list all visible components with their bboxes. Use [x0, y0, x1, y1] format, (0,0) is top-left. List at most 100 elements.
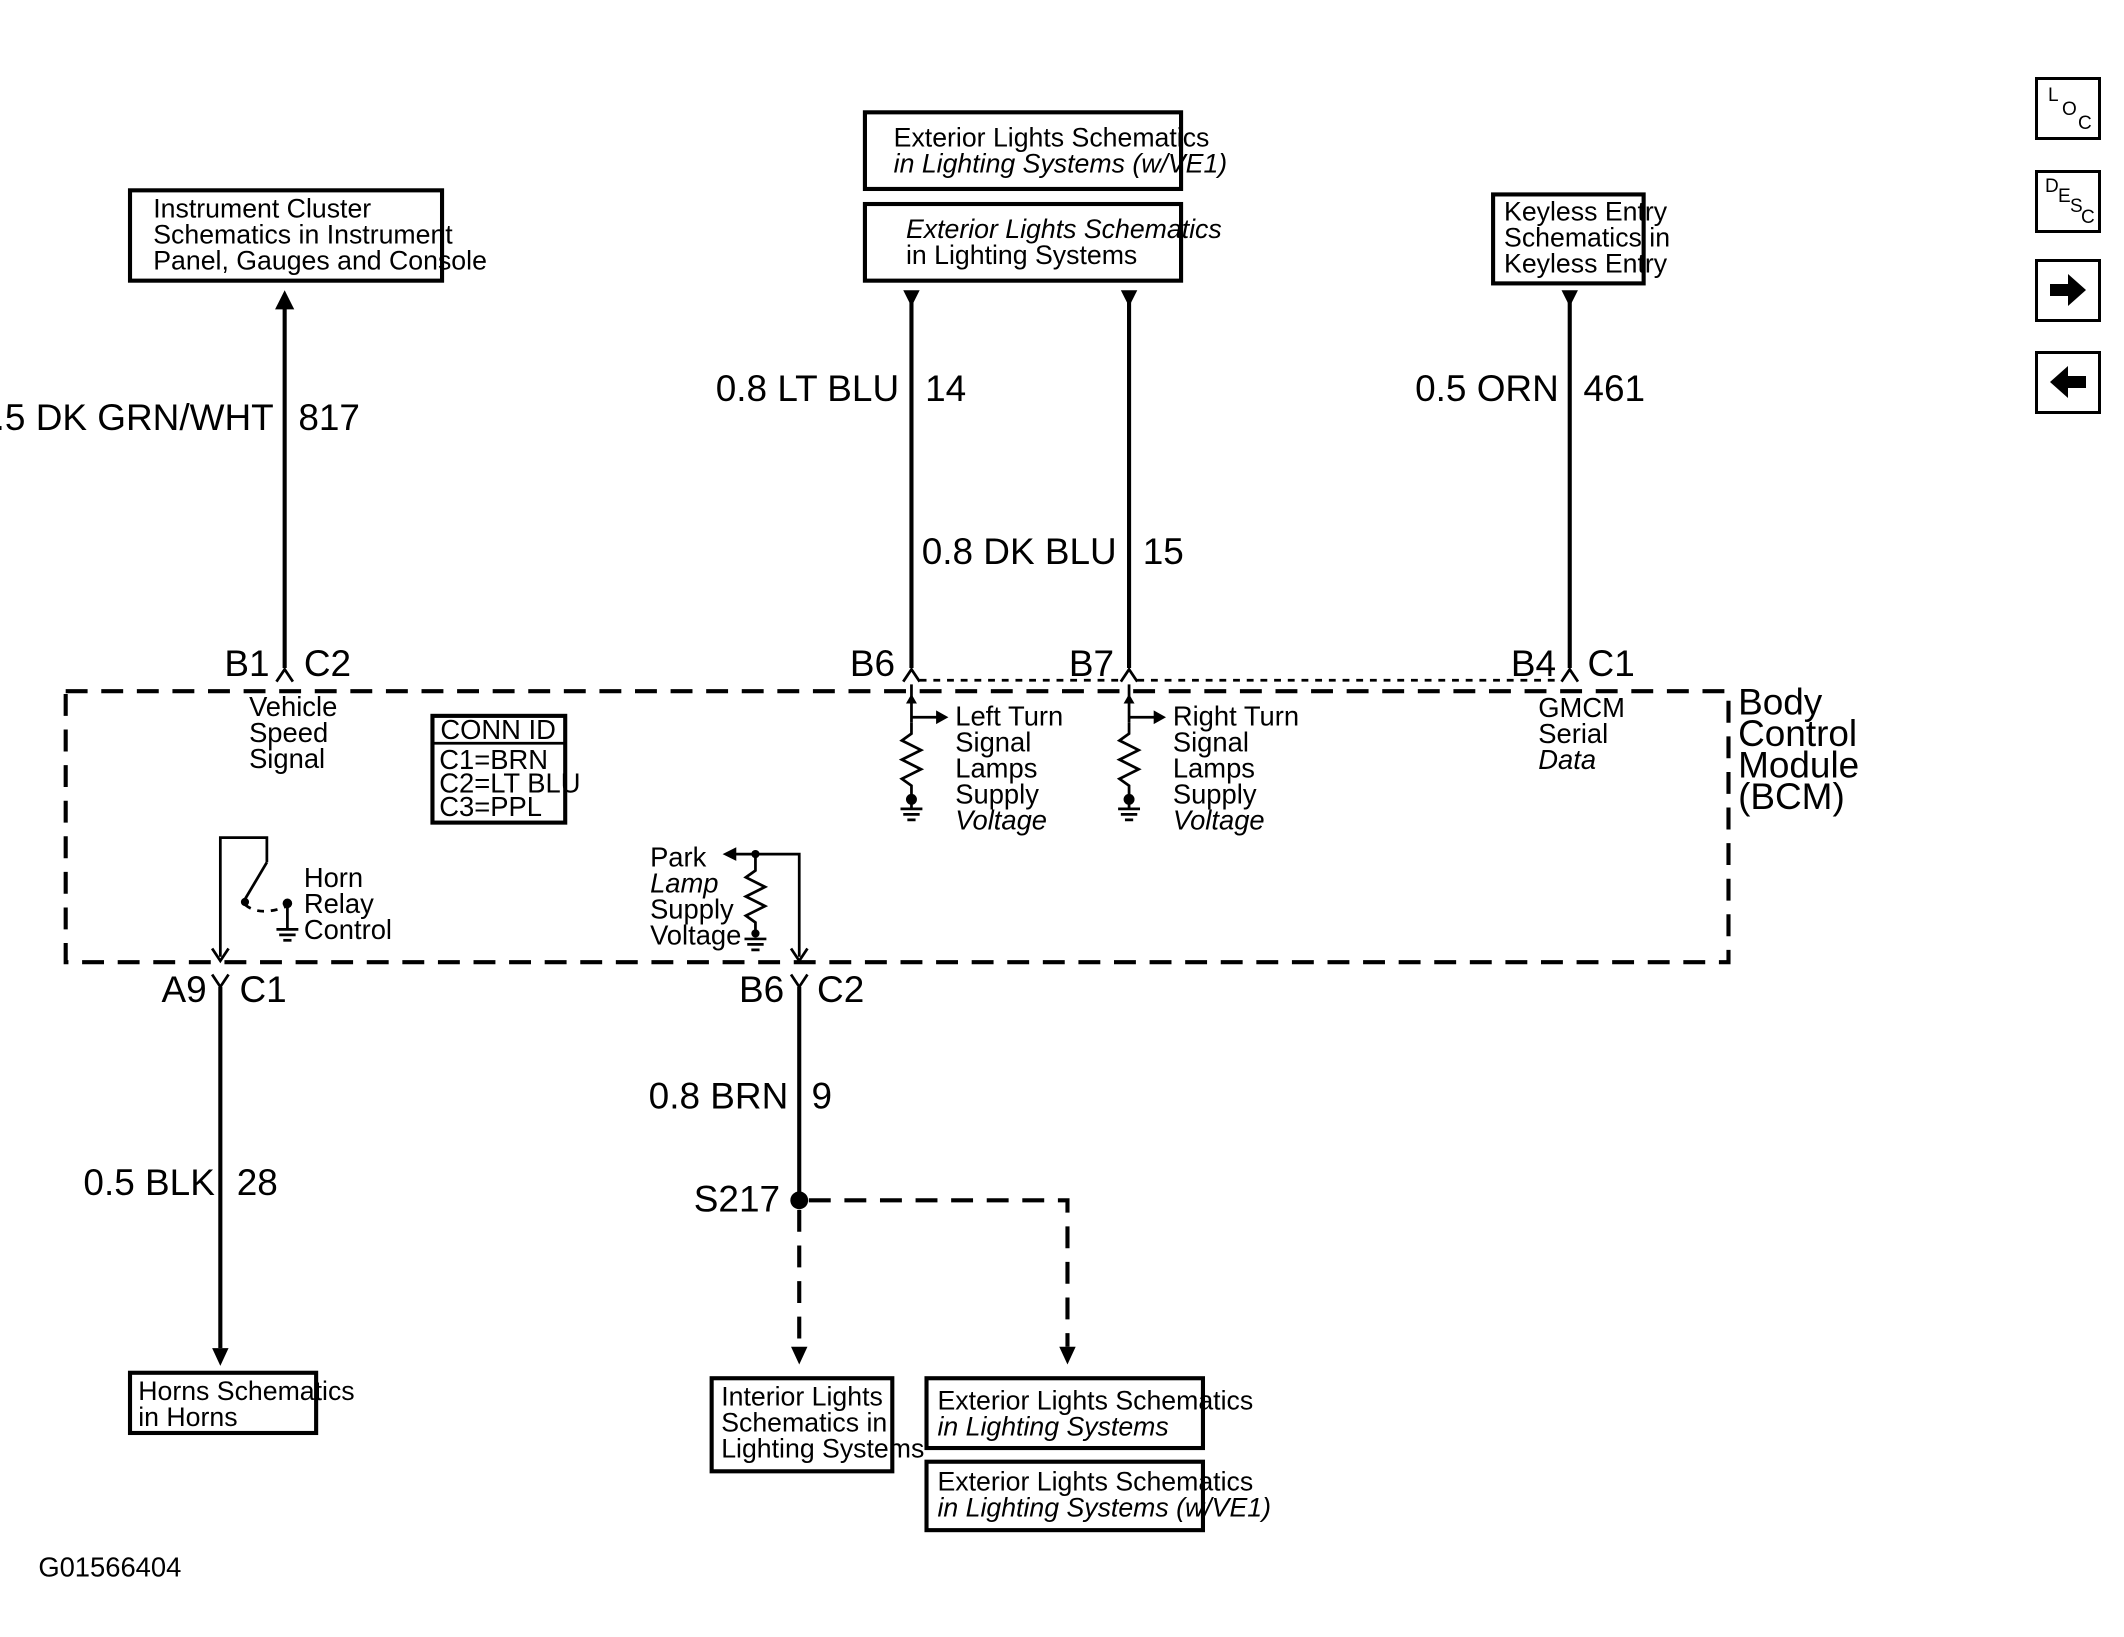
box-line: in Lighting Systems: [906, 240, 1137, 270]
wire-9: 0.8 BRN 9: [649, 986, 833, 1199]
horns-box: Horns Schematics in Horns: [127, 1370, 355, 1436]
module-text: Signal: [249, 743, 325, 774]
box-line: in Lighting Systems (w/VE1): [937, 1492, 1271, 1522]
module-text: Supply: [955, 778, 1039, 809]
box-line: Instrument Cluster: [153, 194, 371, 224]
circuit-number: 9: [812, 1076, 833, 1117]
horn-relay-circuit: Horn Relay Control: [210, 836, 392, 964]
instrument-cluster-box: Instrument Cluster Schematics in Instrum…: [127, 188, 487, 283]
box-line: Panel, Gauges and Console: [153, 246, 487, 276]
left-turn-circuit: Left Turn Signal Lamps Supply Voltage: [898, 684, 1063, 835]
module-text: Voltage: [650, 919, 741, 950]
box-line: Lighting Systems: [721, 1434, 924, 1464]
right-turn-circuit: Right Turn Signal Lamps Supply Voltage: [1116, 684, 1299, 835]
module-text: Left Turn: [955, 700, 1063, 731]
connector-label: C2: [817, 969, 864, 1010]
conn-id-entry: C2=LT BLU: [439, 767, 580, 798]
box-line: Exterior Lights Schematics: [937, 1466, 1253, 1496]
pin-label: B4: [1511, 643, 1556, 684]
conn-id-entry: C3=PPL: [439, 791, 542, 822]
box-line: Exterior Lights Schematics: [894, 123, 1210, 153]
exterior-lights-box-bottom: Exterior Lights Schematics in Lighting S…: [924, 1376, 1253, 1451]
pin-label: B6: [739, 969, 784, 1010]
connector-b7: B7: [1069, 643, 1139, 684]
circuit-number: 817: [298, 397, 360, 438]
module-text: Voltage: [955, 804, 1047, 835]
module-text: Voltage: [1173, 804, 1265, 835]
module-text: Vehicle: [249, 691, 337, 722]
connector-b6-c2-bottom: B6 C2: [739, 969, 864, 1010]
wire-817: 0.5 DK GRN/WHT 817: [0, 290, 360, 668]
pin-label: A9: [161, 969, 206, 1010]
module-text: Supply: [1173, 778, 1257, 809]
connector-b1-c2: B1 C2: [224, 643, 351, 684]
wire-28: 0.5 BLK 28: [83, 986, 278, 1366]
wire-color-label: 0.8 DK BLU: [922, 531, 1117, 572]
park-lamp-circuit: Park Lamp Supply Voltage: [650, 841, 809, 964]
splice-s217: S217: [694, 1178, 809, 1219]
module-label-line: Body: [1738, 681, 1823, 722]
box-line: in Lighting Systems: [937, 1412, 1168, 1442]
arrow-left-icon: [2050, 366, 2086, 398]
keyless-entry-box: Keyless Entry Schematics in Keyless Entr…: [1491, 192, 1670, 286]
connector-b6-top: B6: [850, 643, 921, 684]
wire-461: 0.5 ORN 461: [1415, 290, 1645, 668]
prev-button[interactable]: [2035, 351, 2101, 414]
connector-b4-c1: B4 C1: [1511, 643, 1635, 684]
box-line: Exterior Lights Schematics: [937, 1386, 1253, 1416]
desc-button[interactable]: D E S C: [2035, 170, 2101, 233]
vehicle-speed-signal-label: Vehicle Speed Signal: [249, 691, 337, 774]
connector-label: C1: [1588, 643, 1635, 684]
splice-label: S217: [694, 1178, 780, 1219]
loc-letter: O: [2062, 99, 2077, 120]
module-text: Data: [1538, 744, 1596, 775]
loc-letter: L: [2048, 85, 2059, 106]
module-text: Control: [304, 914, 392, 945]
exterior-lights-box-top: Exterior Lights Schematics in Lighting S…: [862, 201, 1222, 283]
wire-color-label: 0.8 LT BLU: [716, 368, 899, 409]
splice-branches: [791, 1198, 1076, 1365]
module-text: GMCM: [1538, 692, 1625, 723]
pin-label: B1: [224, 643, 269, 684]
conn-id-title: CONN ID: [440, 714, 556, 745]
wire-color-label: 0.5 DK GRN/WHT: [0, 397, 274, 438]
module-text: Right Turn: [1173, 700, 1299, 731]
box-line: Keyless Entry: [1504, 248, 1668, 278]
module-text: Speed: [249, 717, 328, 748]
interior-lights-box: Interior Lights Schematics in Lighting S…: [709, 1376, 924, 1474]
module-text: Lamp: [650, 867, 718, 898]
next-button[interactable]: [2035, 259, 2101, 322]
module-text: Signal: [955, 726, 1031, 757]
wire-15: 0.8 DK BLU 15: [922, 290, 1184, 668]
module-label-line: Module: [1738, 744, 1859, 785]
box-line: Exterior Lights Schematics: [906, 214, 1222, 244]
conn-id-box: CONN ID C1=BRN C2=LT BLU C3=PPL: [430, 713, 580, 825]
exterior-lights-ve1-box-bottom: Exterior Lights Schematics in Lighting S…: [924, 1459, 1271, 1533]
module-text: Park: [650, 841, 707, 872]
box-line: in Lighting Systems (w/VE1): [894, 149, 1228, 179]
module-text: Horn: [304, 862, 363, 893]
bcm-module-boundary: [63, 689, 1731, 965]
loc-letter: C: [2078, 113, 2092, 134]
wire-color-label: 0.8 BRN: [649, 1076, 789, 1117]
circuit-number: 14: [925, 368, 966, 409]
circuit-number: 28: [237, 1162, 278, 1203]
connector-a9-c1: A9 C1: [161, 969, 286, 1010]
module-text: Lamps: [955, 752, 1037, 783]
module-text: Relay: [304, 888, 374, 919]
box-line: in Horns: [138, 1402, 237, 1432]
conn-id-entry: C1=BRN: [439, 744, 548, 775]
pin-label: B7: [1069, 643, 1114, 684]
pin-label: B6: [850, 643, 895, 684]
wire-14: 0.8 LT BLU 14: [716, 290, 966, 668]
loc-button[interactable]: L O C: [2035, 77, 2101, 140]
module-text: Serial: [1538, 718, 1608, 749]
box-line: Schematics in: [1504, 222, 1670, 252]
circuit-number: 461: [1583, 368, 1645, 409]
connector-label: C2: [304, 643, 351, 684]
circuit-number: 15: [1143, 531, 1184, 572]
box-line: Keyless Entry: [1504, 196, 1668, 226]
wire-color-label: 0.5 BLK: [83, 1162, 215, 1203]
diagram-id: G01566404: [38, 1552, 181, 1583]
